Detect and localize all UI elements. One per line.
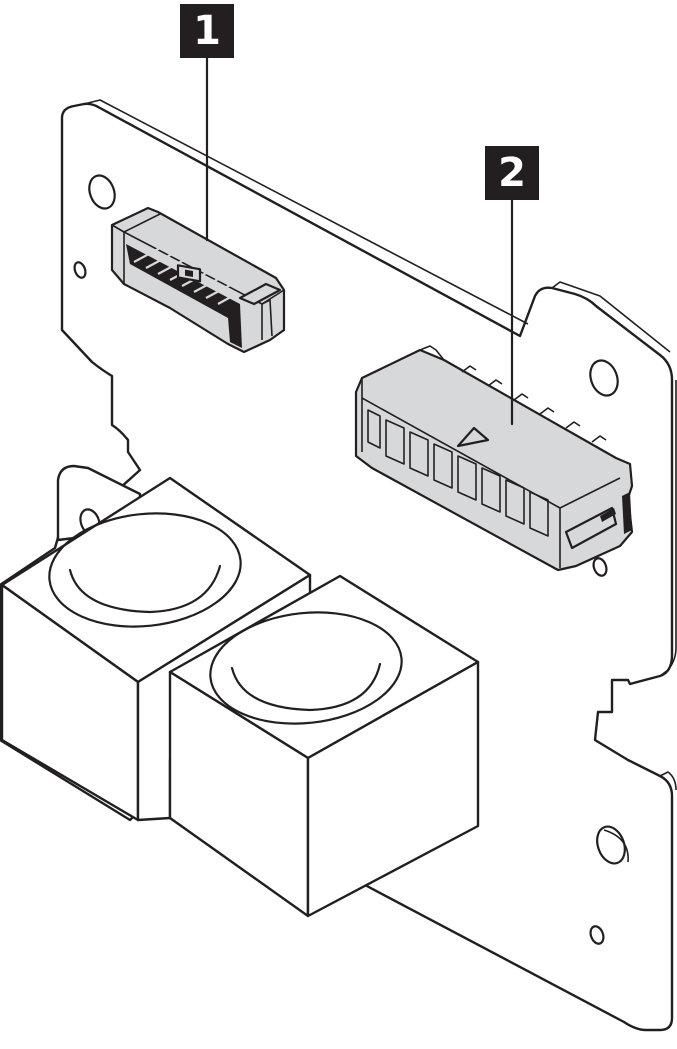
mounting-holes <box>73 174 629 945</box>
hole-small-right <box>592 557 608 577</box>
callout-badge-2: 2 <box>485 146 539 200</box>
hole-top-right <box>589 359 619 397</box>
hole-bottom-right <box>596 825 626 865</box>
hole-small-left <box>73 261 87 279</box>
connector-1 <box>110 206 286 354</box>
leader-lines <box>205 56 514 426</box>
hole-bottom-small <box>589 925 605 945</box>
square-component-right <box>168 574 480 918</box>
hole-top-left <box>88 174 116 210</box>
connector-2 <box>354 345 634 572</box>
callout-badge-1: 1 <box>180 4 234 58</box>
